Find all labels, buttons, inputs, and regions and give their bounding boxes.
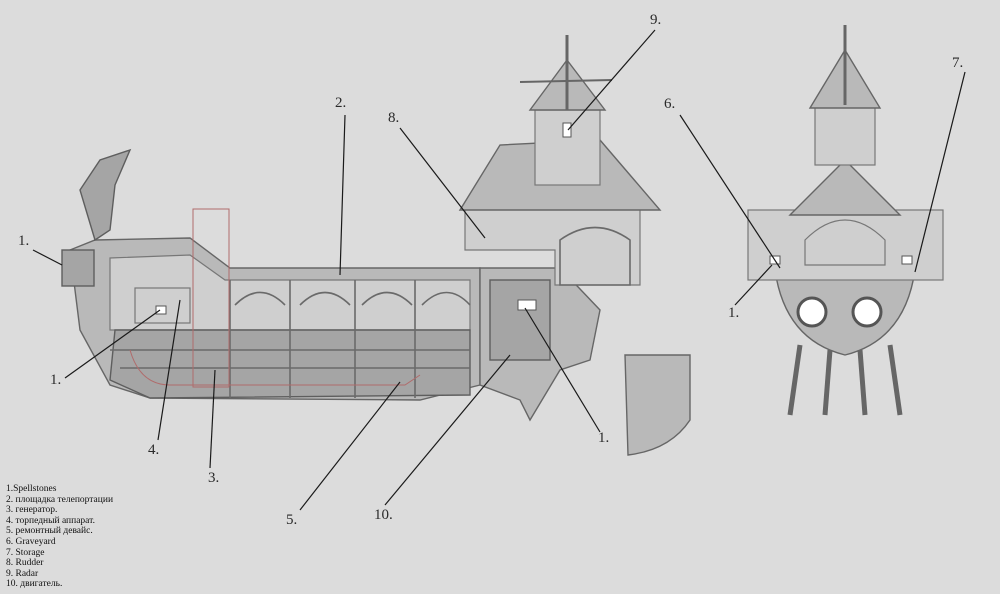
- legend: 1.Spellstones 2. площадка телепортации 3…: [6, 484, 113, 590]
- legend-item: 5. ремонтный девайс.: [6, 526, 93, 537]
- rudder-detail: [624, 354, 691, 456]
- callout-10: 10.: [374, 507, 393, 523]
- callout-9: 9.: [650, 12, 662, 28]
- callout-1-mid: 1.: [598, 430, 610, 446]
- side-view-ship: [61, 35, 662, 422]
- callout-1-front: 1.: [728, 305, 740, 321]
- callout-6: 6.: [664, 96, 676, 112]
- legend-item: 9. Radar: [6, 568, 39, 579]
- legend-item: 7. Storage: [6, 547, 45, 558]
- legend-item: 8. Rudder: [6, 558, 44, 569]
- legend-item: 6. Graveyard: [6, 536, 56, 547]
- callout-1-left: 1.: [50, 372, 62, 388]
- callout-2: 2.: [335, 95, 347, 111]
- callout-7: 7.: [952, 55, 964, 71]
- callout-lines: [32, 29, 966, 511]
- callout-1-bow: 1.: [18, 233, 30, 249]
- callout-8: 8.: [388, 110, 400, 126]
- callout-3: 3.: [208, 470, 220, 486]
- legend-item: 4. торпедный аппарат.: [6, 515, 95, 526]
- legend-item: 3. генератор.: [6, 505, 58, 516]
- legend-item: 1.Spellstones: [6, 484, 57, 494]
- front-view-ship: [747, 25, 944, 416]
- legend-item: 10. двигатель.: [6, 579, 63, 590]
- legend-item: 2. площадка телепортации: [6, 494, 114, 505]
- callout-5: 5.: [286, 512, 298, 528]
- callout-4: 4.: [148, 442, 160, 458]
